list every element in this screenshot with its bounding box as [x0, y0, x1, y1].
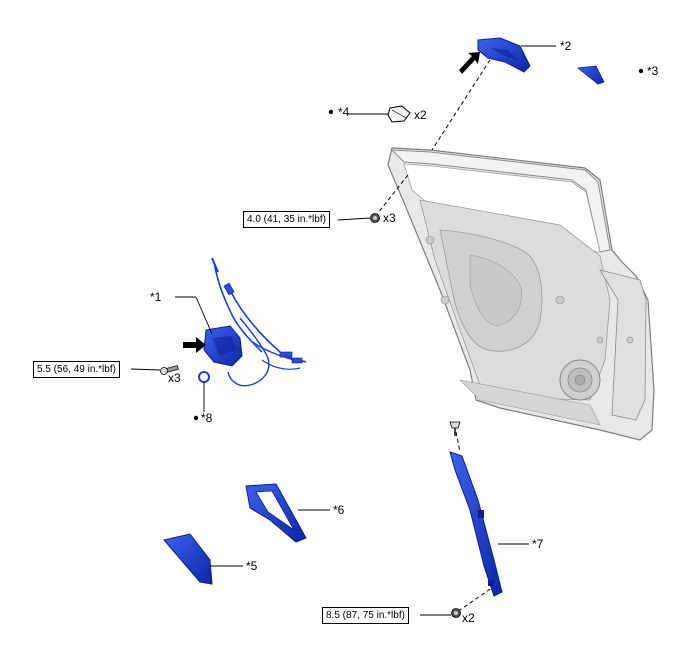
quantity-label-channel-bolt: x2: [462, 611, 475, 625]
bullet-point-icon: [328, 109, 334, 115]
bolt-icon: [370, 213, 380, 223]
quantity-label-door-bolt: x3: [383, 211, 396, 225]
callout-label-8: *8: [201, 411, 213, 425]
bullet-point-icon: [193, 415, 199, 421]
callout-label-4: *4: [338, 105, 350, 119]
callout-label-5: *5: [246, 559, 258, 573]
torque-spec-door-bolt: 4.0 (41, 35 in.*lbf): [243, 211, 330, 228]
torque-spec-channel-bolt: 8.5 (87, 75 in.*lbf): [322, 607, 409, 624]
callout-label-3: *3: [647, 64, 659, 78]
assembly-guide-lines: [211, 59, 497, 611]
o-ring-part-8: [198, 371, 210, 383]
door-lock-assembly-part-1: [203, 257, 307, 387]
torque-spec-lock-screw: 5.5 (56, 49 in.*lbf): [33, 361, 120, 378]
callout-label-1: *1: [150, 290, 162, 304]
window-frame-trim-part-6: [245, 483, 307, 543]
direction-arrow-icon: [459, 52, 480, 74]
rear-door-panel: [387, 147, 655, 441]
leader-lines: [130, 45, 556, 616]
quantity-label-part-4: x2: [414, 108, 427, 122]
nut-icon: [387, 105, 411, 123]
bolt-icon: [451, 608, 461, 618]
outside-handle-frame-part-2: [477, 37, 531, 73]
cover-part-3: [576, 65, 605, 85]
callout-label-6: *6: [333, 503, 345, 517]
bullet-point-icon: [638, 68, 644, 74]
screw-icon: [160, 365, 179, 375]
quantity-label-lock-screw: x3: [168, 371, 181, 385]
direction-arrow-icon: [183, 337, 206, 353]
screw-icon: [449, 421, 461, 436]
garnish-panel-part-5: [163, 533, 213, 585]
run-channel-part-7: [449, 451, 503, 597]
callout-label-7: *7: [532, 537, 544, 551]
callout-label-2: *2: [560, 39, 572, 53]
